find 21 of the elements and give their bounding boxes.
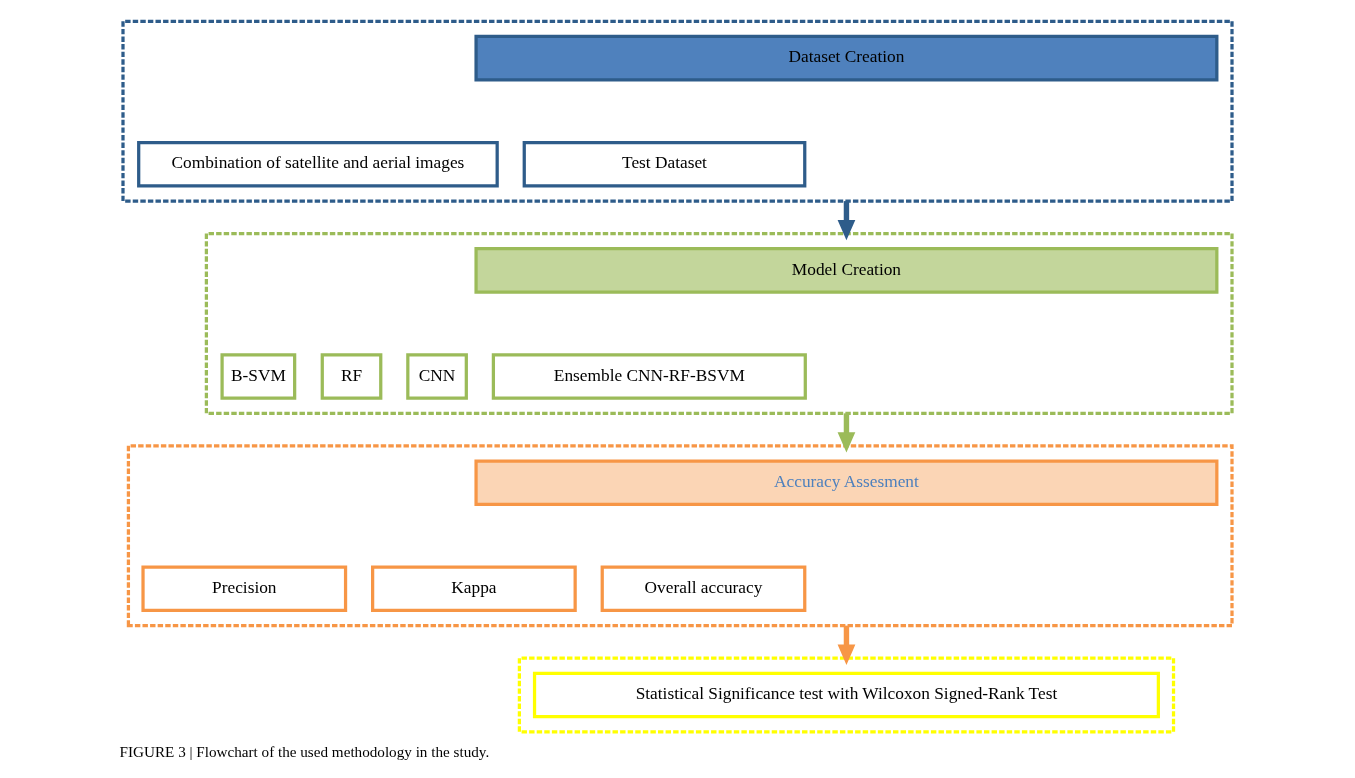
node-box: Ensemble CNN-RF-BSVM [491, 353, 807, 400]
arrow [837, 625, 856, 665]
node-box: Overall accuracy [600, 565, 807, 613]
cluster [517, 656, 1176, 734]
node-box: RF [320, 353, 383, 400]
node-box: Kappa [371, 565, 577, 613]
node-box: CNN [406, 353, 468, 400]
caption: FIGURE 3 | Flowchart of the used methodology in the study. [119, 742, 490, 760]
arrow [837, 413, 856, 453]
cluster [121, 19, 1234, 203]
node-box: B-SVM [220, 353, 297, 400]
node-box: Precision [141, 565, 348, 613]
node-box: Statistical Significance test with Wilcoxon Signed-Rank Test [532, 671, 1160, 719]
node-box: Test Dataset [522, 141, 807, 188]
node-box: Combination of satellite and aerial images [137, 141, 499, 188]
node-box: Accuracy Assesment [474, 459, 1219, 506]
cluster [126, 444, 1234, 628]
node-box: Model Creation [474, 247, 1219, 294]
node-box: Dataset Creation [474, 34, 1219, 82]
cluster [204, 231, 1234, 415]
arrow [837, 201, 856, 241]
